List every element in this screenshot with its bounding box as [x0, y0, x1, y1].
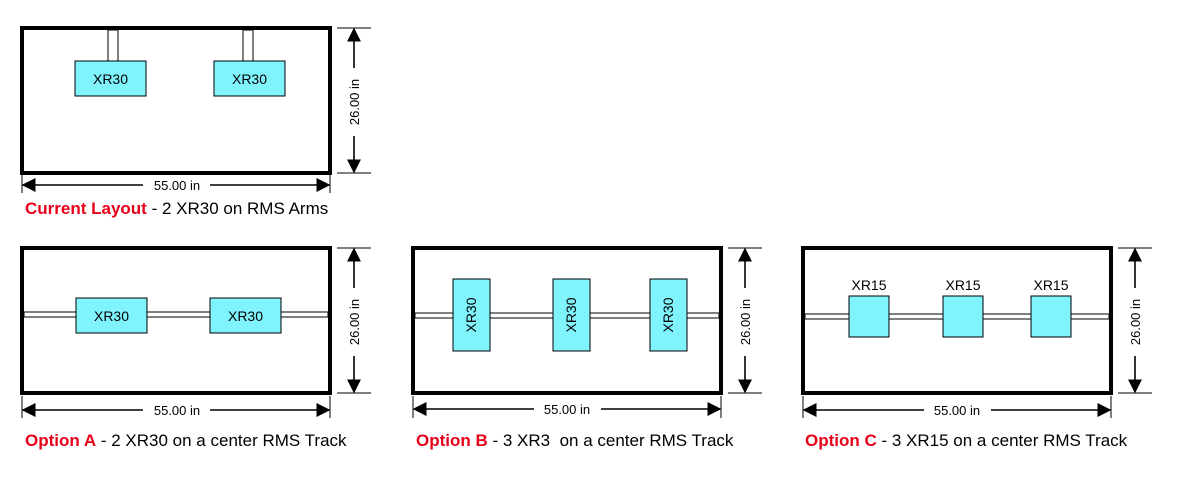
- height-label: 26.00 in: [1128, 299, 1143, 345]
- unit-label: XR15: [1033, 277, 1068, 293]
- unit-label: XR30: [563, 297, 579, 332]
- rms-arm: [107, 29, 119, 62]
- caption-text: - 3 XR3 on a center RMS Track: [487, 431, 734, 450]
- width-dimension: 55.00 in: [21, 175, 331, 193]
- unit-label: XR15: [851, 277, 886, 293]
- xr30-unit: [452, 278, 491, 352]
- height-dimension: 26.00 in: [1118, 247, 1152, 394]
- xr30-unit: [209, 297, 282, 334]
- current-layout-caption: Current Layout - 2 XR30 on RMS Arms: [25, 199, 328, 219]
- width-dimension: 55.00 in: [802, 396, 1112, 418]
- width-label: 55.00 in: [154, 178, 200, 193]
- width-label: 55.00 in: [544, 402, 590, 417]
- unit-label: XR30: [660, 297, 676, 332]
- current-layout-panel: XR30 XR30 26.00 in 55.00 in: [20, 26, 371, 193]
- width-dimension: 55.00 in: [412, 396, 722, 418]
- caption-highlight: Option C: [805, 431, 877, 450]
- unit-label: XR30: [232, 71, 267, 87]
- height-label: 26.00 in: [347, 79, 362, 125]
- option-c-caption: Option C - 3 XR15 on a center RMS Track: [805, 431, 1127, 451]
- caption-highlight: Current Layout: [25, 199, 147, 218]
- width-label: 55.00 in: [154, 403, 200, 418]
- unit-label: XR30: [228, 308, 263, 324]
- xr15-unit: [942, 295, 984, 338]
- height-label: 26.00 in: [347, 299, 362, 345]
- height-dimension: 26.00 in: [337, 27, 371, 174]
- option-a-caption: Option A - 2 XR30 on a center RMS Track: [25, 431, 347, 451]
- caption-text: - 2 XR30 on RMS Arms: [146, 199, 329, 218]
- current-layout-enclosure: [20, 26, 332, 175]
- unit-label: XR30: [463, 297, 479, 332]
- xr30-unit: [552, 278, 591, 352]
- option-b-caption: Option B - 3 XR3 on a center RMS Track: [416, 431, 733, 451]
- xr30-unit: [213, 60, 286, 97]
- option-a-panel: XR30 XR30 26.00 in 55.00 in: [20, 246, 371, 418]
- width-label: 55.00 in: [934, 403, 980, 418]
- height-label: 26.00 in: [738, 299, 753, 345]
- caption-highlight: Option A: [25, 431, 97, 450]
- xr30-unit: [74, 60, 147, 97]
- unit-label: XR15: [945, 277, 980, 293]
- caption-highlight: Option B: [416, 431, 488, 450]
- unit-label: XR30: [93, 71, 128, 87]
- rms-arm: [242, 29, 254, 62]
- rms-track: [23, 311, 329, 318]
- caption-text: - 2 XR30 on a center RMS Track: [96, 431, 347, 450]
- height-dimension: 26.00 in: [728, 247, 762, 394]
- option-a-enclosure: [20, 246, 332, 395]
- option-b-panel: XR30 XR30 XR30 26.00 in 55.00 in: [411, 246, 762, 418]
- xr30-unit: [649, 278, 688, 352]
- unit-label: XR30: [94, 308, 129, 324]
- xr30-unit: [75, 297, 148, 334]
- width-dimension: 55.00 in: [21, 396, 331, 418]
- option-c-panel: XR15 XR15 XR15 26.00 in 55.00 in: [801, 246, 1152, 418]
- height-dimension: 26.00 in: [337, 247, 371, 394]
- caption-text: - 3 XR15 on a center RMS Track: [876, 431, 1128, 450]
- xr15-unit: [1030, 295, 1072, 338]
- xr15-unit: [848, 295, 890, 338]
